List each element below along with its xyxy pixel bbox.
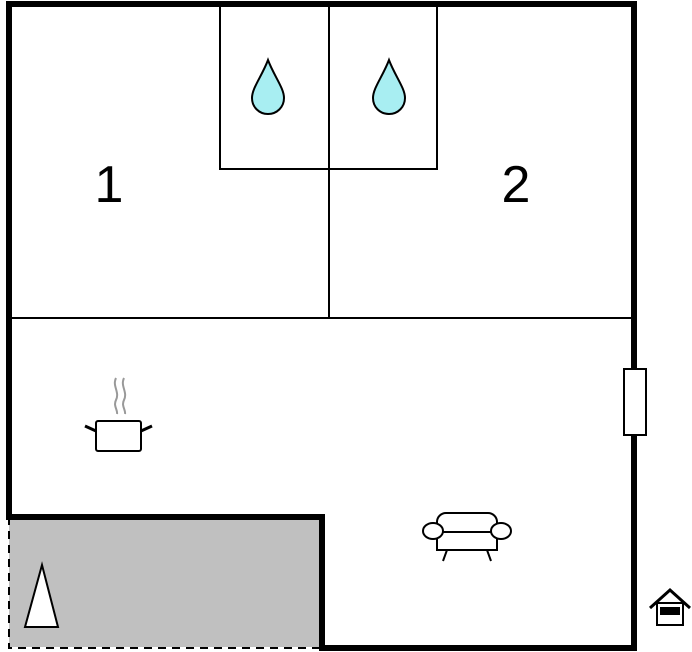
room-label-2: 2 xyxy=(502,156,531,214)
outer-walls xyxy=(6,1,637,651)
window-icon xyxy=(623,368,647,436)
cooking-pot-icon xyxy=(84,377,153,452)
house-entrance-icon xyxy=(648,587,692,626)
room-label-1: 1 xyxy=(95,156,124,214)
sofa-icon xyxy=(422,512,512,562)
water-drop-icon xyxy=(250,57,286,116)
water-drop-icon xyxy=(371,57,407,116)
parasol-icon xyxy=(23,561,60,628)
bathroom-right xyxy=(328,3,438,170)
terrace-dashed-edge xyxy=(8,517,322,649)
terrace-area xyxy=(9,517,322,647)
